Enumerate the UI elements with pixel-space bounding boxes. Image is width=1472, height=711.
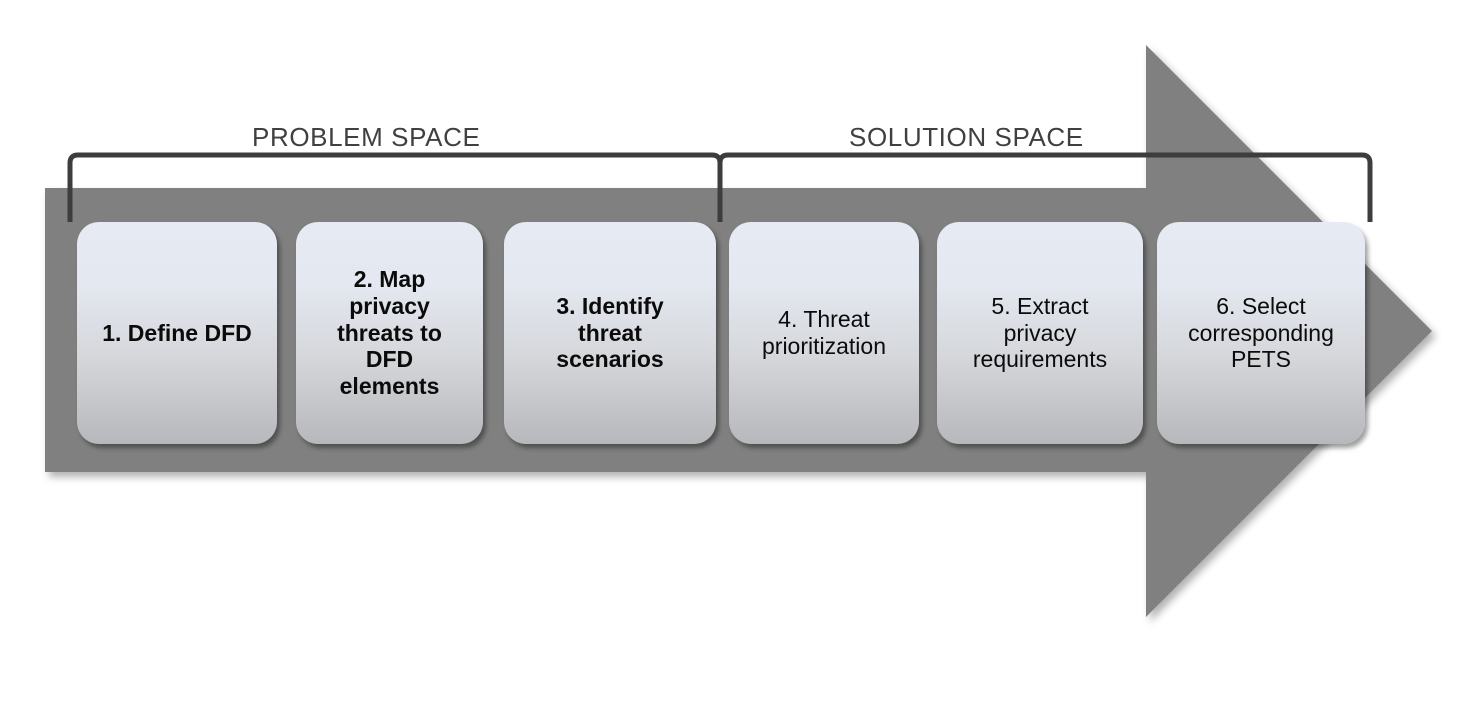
bracket-problem-space — [67, 152, 723, 222]
process-step-1[interactable]: 1. Define DFD — [77, 222, 277, 444]
process-step-1-label: 1. Define DFD — [102, 319, 252, 346]
process-step-5-label: 5. Extract privacy requirements — [972, 292, 1108, 373]
process-step-4[interactable]: 4. Threat prioritization — [729, 222, 919, 444]
process-step-3[interactable]: 3. Identify threat scenarios — [504, 222, 716, 444]
bracket-label-solution-space: SOLUTION SPACE — [849, 122, 1084, 152]
process-step-6[interactable]: 6. Select corresponding PETS — [1157, 222, 1365, 444]
process-step-2[interactable]: 2. Map privacy threats to DFD elements — [296, 222, 483, 444]
bracket-solution-space — [717, 152, 1373, 222]
process-step-3-label: 3. Identify threat scenarios — [556, 292, 664, 373]
process-step-6-label: 6. Select corresponding PETS — [1188, 292, 1334, 373]
process-step-2-label: 2. Map privacy threats to DFD elements — [337, 265, 442, 400]
bracket-label-problem-space: PROBLEM SPACE — [252, 122, 481, 152]
process-step-4-label: 4. Threat prioritization — [762, 306, 886, 359]
process-step-5[interactable]: 5. Extract privacy requirements — [937, 222, 1143, 444]
